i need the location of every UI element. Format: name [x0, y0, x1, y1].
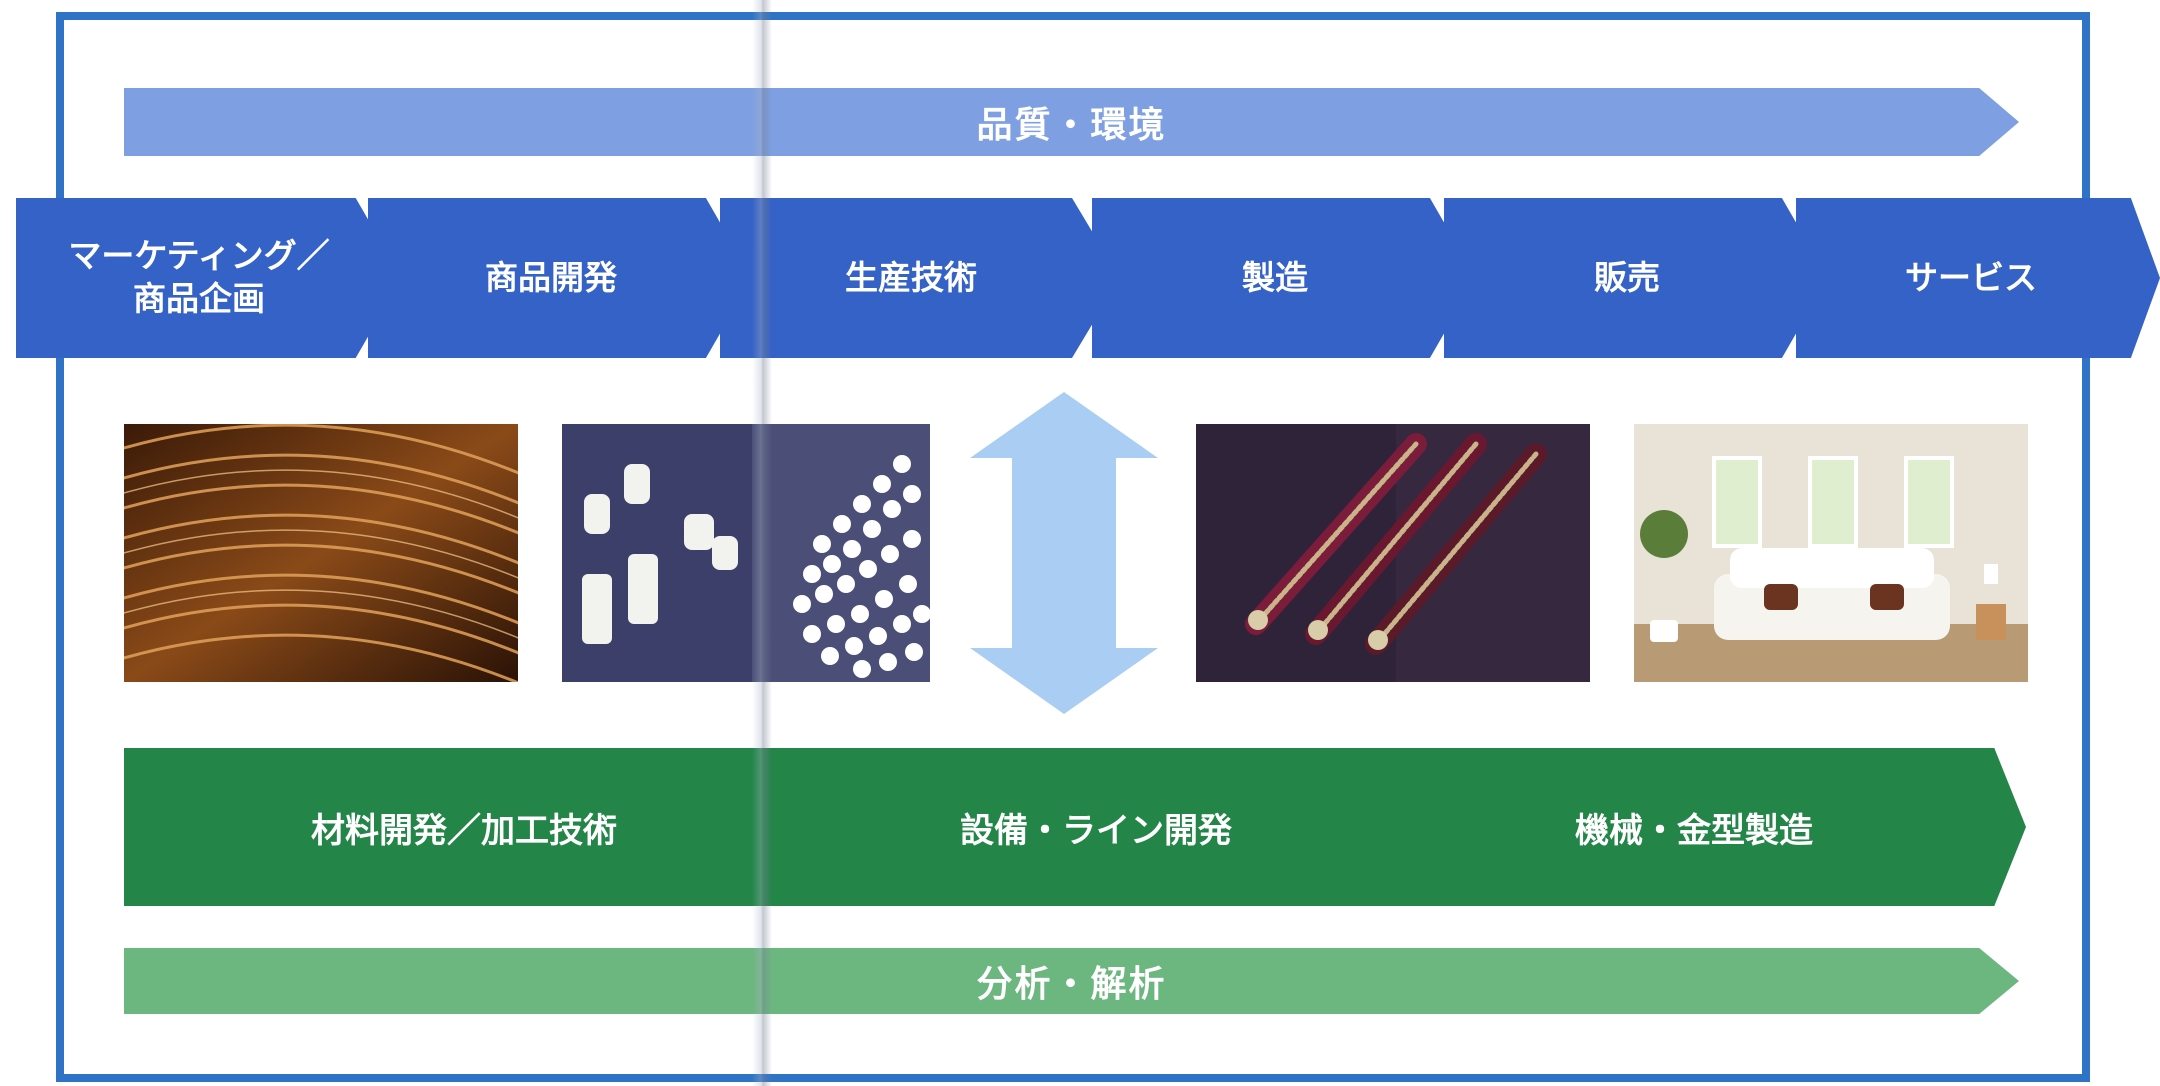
- tech-label: 機械・金型製造: [1575, 810, 1813, 851]
- photo-sliders-pellets: [562, 424, 930, 682]
- analysis-label: 分析・解析: [976, 964, 1167, 1005]
- tech-label: 設備・ライン開発: [960, 810, 1232, 851]
- page-fold: [752, 0, 772, 1086]
- step-label-line2: 商品企画: [133, 279, 265, 318]
- step-label: 製造: [1242, 257, 1308, 297]
- step-product-development: 商品開発: [368, 198, 752, 358]
- step-manufacturing: 製造: [1092, 198, 1476, 358]
- tech-materials-processing: 材料開発／加工技術: [124, 748, 834, 906]
- step-label-line1: マーケティング／: [68, 236, 330, 276]
- step-marketing-planning: マーケティング／ 商品企画: [16, 198, 402, 358]
- step-label: 商品開発: [485, 257, 617, 297]
- photo-living-room: [1634, 424, 2028, 682]
- quality-environment-band: 品質・環境: [124, 88, 2019, 156]
- step-production-engineering: 生産技術: [720, 198, 1120, 358]
- analysis-band: 分析・解析: [124, 948, 2019, 1014]
- step-label: 生産技術: [845, 257, 977, 297]
- photo-copper-wire: [124, 424, 518, 682]
- tech-machinery-molds: 機械・金型製造: [1392, 748, 2026, 906]
- step-label: 販売: [1594, 257, 1660, 297]
- quality-environment-label: 品質・環境: [976, 105, 1167, 146]
- step-label: サービス: [1905, 257, 2037, 297]
- photo-zippers: [1196, 424, 1590, 682]
- double-arrow-icon: [970, 392, 1158, 714]
- tech-label: 材料開発／加工技術: [311, 810, 617, 851]
- tech-equipment-line: 設備・ライン開発: [794, 748, 1428, 906]
- step-service: サービス: [1796, 198, 2160, 358]
- step-sales: 販売: [1444, 198, 1828, 358]
